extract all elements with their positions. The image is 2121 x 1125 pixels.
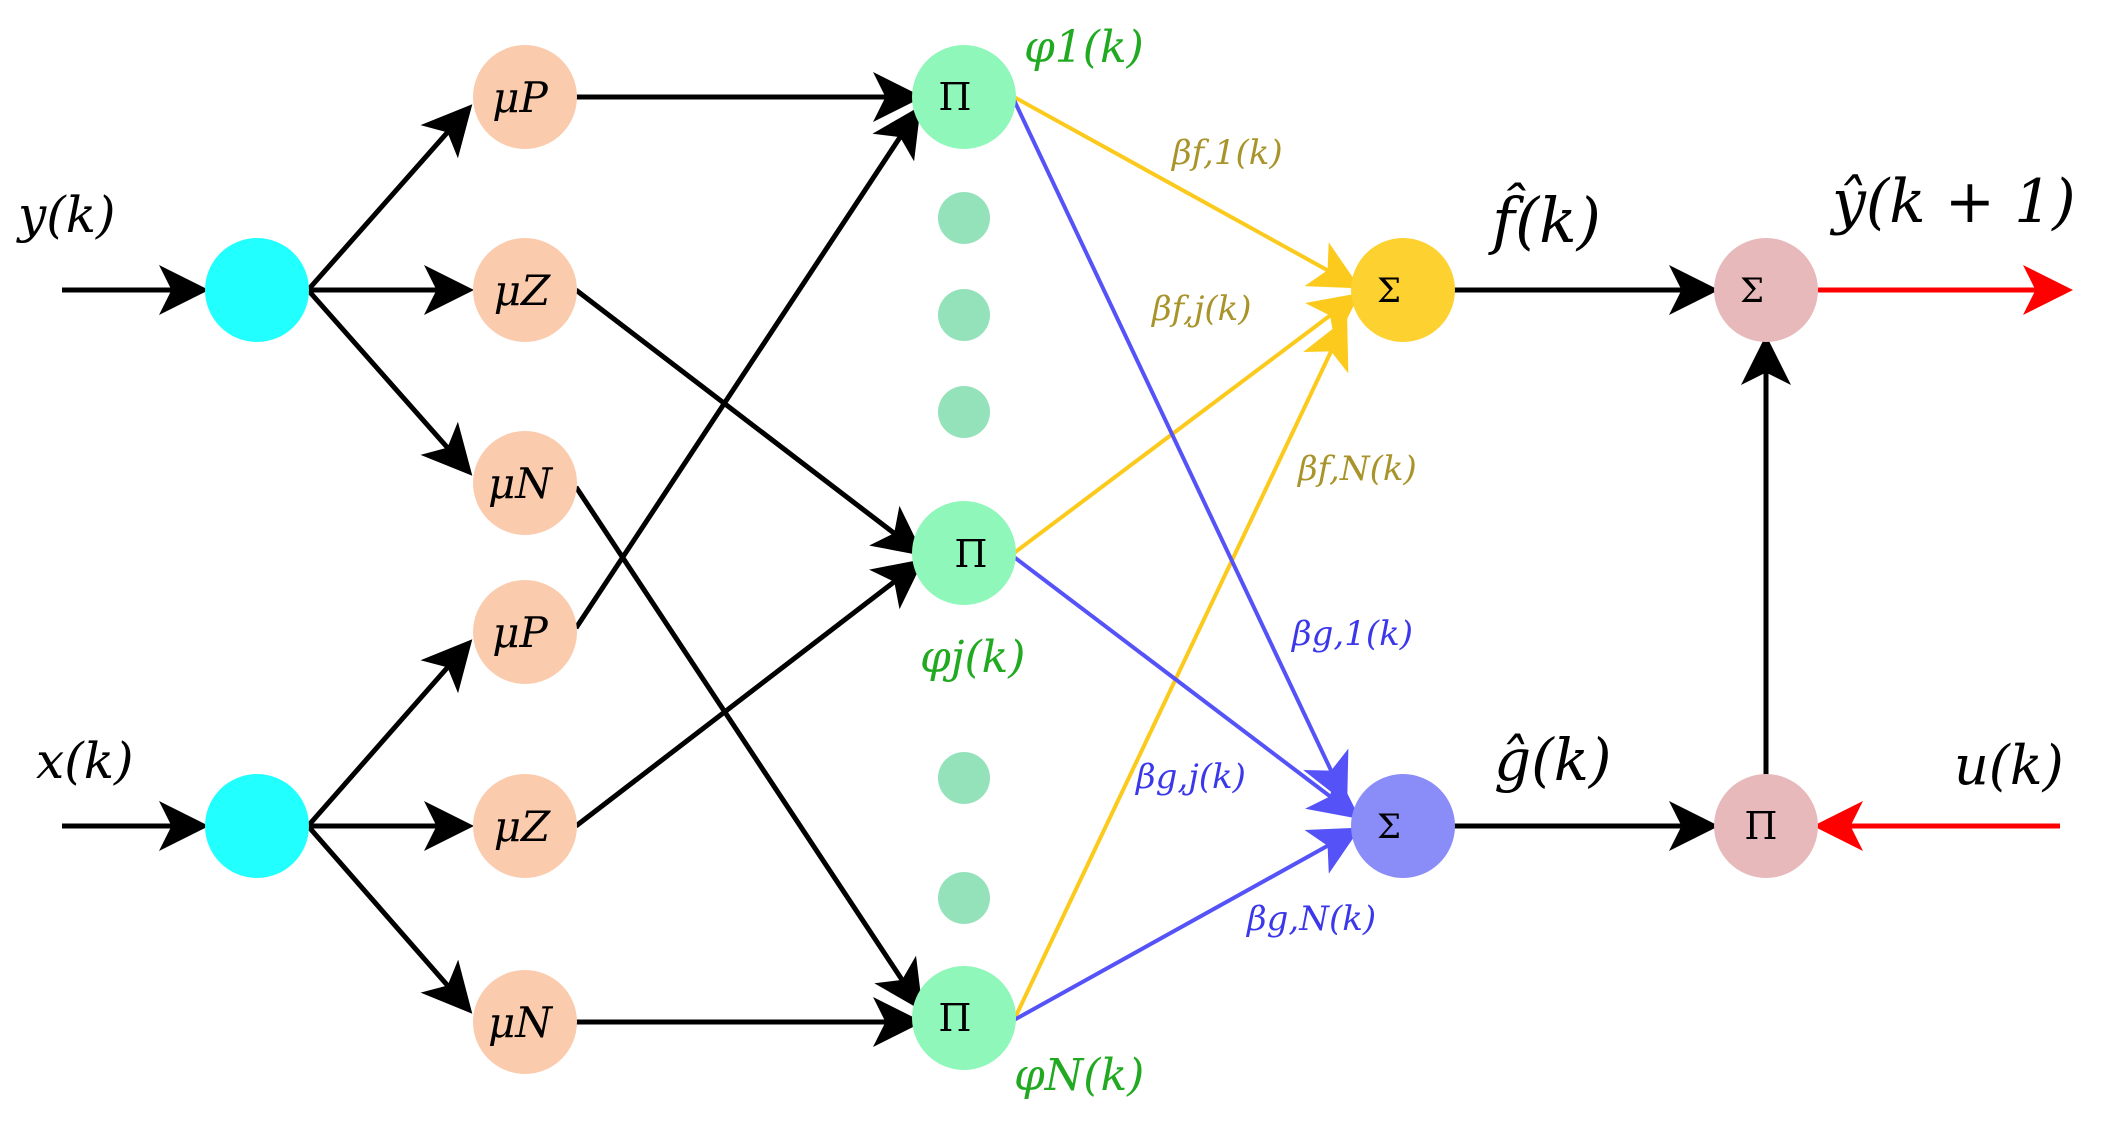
input-label-u: u(k) xyxy=(1954,734,2064,797)
mf-label-upper-z: μZ xyxy=(494,266,551,315)
beta-f-1-label: βf,1(k) xyxy=(1170,133,1283,173)
beta-f-j-label: βf,j(k) xyxy=(1150,289,1252,329)
sum-symbol-f: Σ xyxy=(1377,271,1401,311)
edge-rulej-to-sumg xyxy=(1012,555,1360,820)
output-prod-node xyxy=(1714,774,1818,878)
output-sum-symbol: Σ xyxy=(1740,271,1764,311)
output-sum-node xyxy=(1714,238,1818,342)
mf-node-upper-p xyxy=(473,45,577,149)
node-symbols: μP μZ μN μP μZ μN Π Π Π Σ Σ Σ Π xyxy=(488,73,1778,1047)
rule-dot xyxy=(938,386,990,438)
rule-node-1 xyxy=(912,45,1016,149)
phi-j-label: φj(k) xyxy=(920,632,1025,683)
output-prod-symbol: Π xyxy=(1744,804,1777,848)
edge-muz-lower-to-rulej xyxy=(574,558,924,828)
edge-ruleN-to-sumf xyxy=(1012,317,1349,1021)
mf-label-lower-z: μZ xyxy=(494,802,551,851)
input-label-y: y(k) xyxy=(16,186,116,244)
edge-rule1-to-sumg xyxy=(1012,99,1349,805)
input-node-y xyxy=(205,238,309,342)
beta-g-N-label: βg,N(k) xyxy=(1245,899,1376,939)
beta-g-1-label: βg,1(k) xyxy=(1290,614,1413,654)
rule-dot xyxy=(938,872,990,924)
edge-rule1-to-sumf xyxy=(1013,95,1361,289)
mf-label-upper-n: μN xyxy=(488,459,553,508)
f-hat-label: f̂(k) xyxy=(1488,183,1601,257)
phi-1-label: φ1(k) xyxy=(1024,22,1144,73)
labels: y(k) x(k) u(k) φ1(k) φj(k) φN(k) βf,1(k)… xyxy=(16,22,2076,1101)
edge-y-to-mup xyxy=(306,104,473,292)
rule-symbol-N: Π xyxy=(938,996,971,1040)
beta-g-j-label: βg,j(k) xyxy=(1134,757,1246,797)
mf-node-upper-z xyxy=(473,238,577,342)
edge-x-to-mup xyxy=(306,639,473,828)
nodes xyxy=(205,45,1818,1074)
rule-dot xyxy=(938,192,990,244)
mf-label-upper-p: μP xyxy=(492,73,548,122)
rule-dot xyxy=(938,289,990,341)
rule-dot xyxy=(938,752,990,804)
mf-label-lower-n: μN xyxy=(488,998,553,1047)
sum-node-g xyxy=(1351,774,1455,878)
input-label-x: x(k) xyxy=(36,732,134,790)
mf-node-upper-n xyxy=(473,431,577,535)
edge-x-to-mun xyxy=(306,824,473,1014)
beta-f-N-label: βf,N(k) xyxy=(1296,449,1417,489)
phi-N-label: φN(k) xyxy=(1014,1050,1144,1101)
mf-label-lower-p: μP xyxy=(492,608,548,657)
mf-node-lower-p xyxy=(473,580,577,684)
rule-symbol-1: Π xyxy=(938,75,971,119)
sum-symbol-g: Σ xyxy=(1377,807,1401,847)
edge-muz-upper-to-rulej xyxy=(574,288,924,557)
rule-node-j xyxy=(912,501,1016,605)
edge-y-to-mun xyxy=(306,288,473,476)
edge-ruleN-to-sumg xyxy=(1013,827,1361,1022)
y-hat-output-label: ŷ(k + 1) xyxy=(1829,167,2076,237)
rule-node-N xyxy=(912,966,1016,1070)
edges xyxy=(62,72,2073,1047)
g-hat-label: ĝ(k) xyxy=(1494,726,1612,794)
rule-symbol-j: Π xyxy=(954,532,987,576)
edge-mun-upper-to-ruleN xyxy=(573,485,923,1012)
edge-mup-lower-to-rule1 xyxy=(573,105,921,630)
edge-rulej-to-sumf xyxy=(1012,292,1360,555)
input-node-x xyxy=(205,774,309,878)
sum-node-f xyxy=(1351,238,1455,342)
mf-node-lower-n xyxy=(473,970,577,1074)
mf-node-lower-z xyxy=(473,774,577,878)
